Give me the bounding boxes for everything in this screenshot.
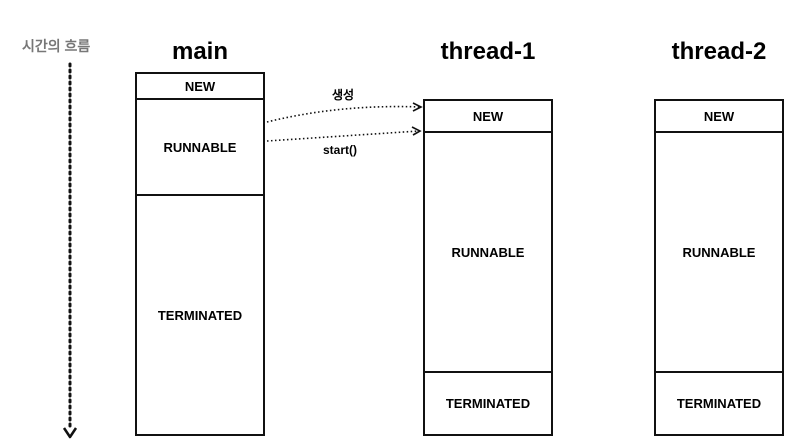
thread-1-state-new: NEW	[425, 101, 551, 133]
main-state-terminated: TERMINATED	[157, 307, 243, 323]
main-state-runnable: RUNNABLE	[137, 100, 263, 196]
thread-1-title: thread-1	[440, 38, 536, 65]
main-state-new: NEW	[137, 74, 263, 100]
start-arrow-label: start()	[323, 143, 358, 157]
thread-1-state-terminated: TERMINATED	[445, 396, 531, 411]
main-title: main	[171, 38, 228, 65]
start-arrow-line	[266, 130, 420, 142]
thread-1-column: NEW RUNNABLE TERMINATED	[423, 99, 553, 436]
time-flow-arrow-head	[62, 427, 78, 439]
time-flow-label: 시간의 흐름	[22, 38, 91, 54]
create-arrow-line	[266, 105, 421, 123]
thread-2-state-terminated: TERMINATED	[676, 396, 762, 411]
start-arrow-head	[411, 126, 422, 136]
thread-2-column: NEW RUNNABLE TERMINATED	[654, 99, 784, 436]
thread-2-state-runnable: RUNNABLE	[656, 133, 782, 373]
thread-1-state-runnable: RUNNABLE	[425, 133, 551, 373]
thread-2-title: thread-2	[671, 38, 767, 65]
create-arrow-head	[412, 102, 423, 112]
thread-2-state-new: NEW	[656, 101, 782, 133]
create-arrow-label: 생성	[332, 88, 355, 102]
main-column: NEW RUNNABLE TERMINATED	[135, 72, 265, 436]
